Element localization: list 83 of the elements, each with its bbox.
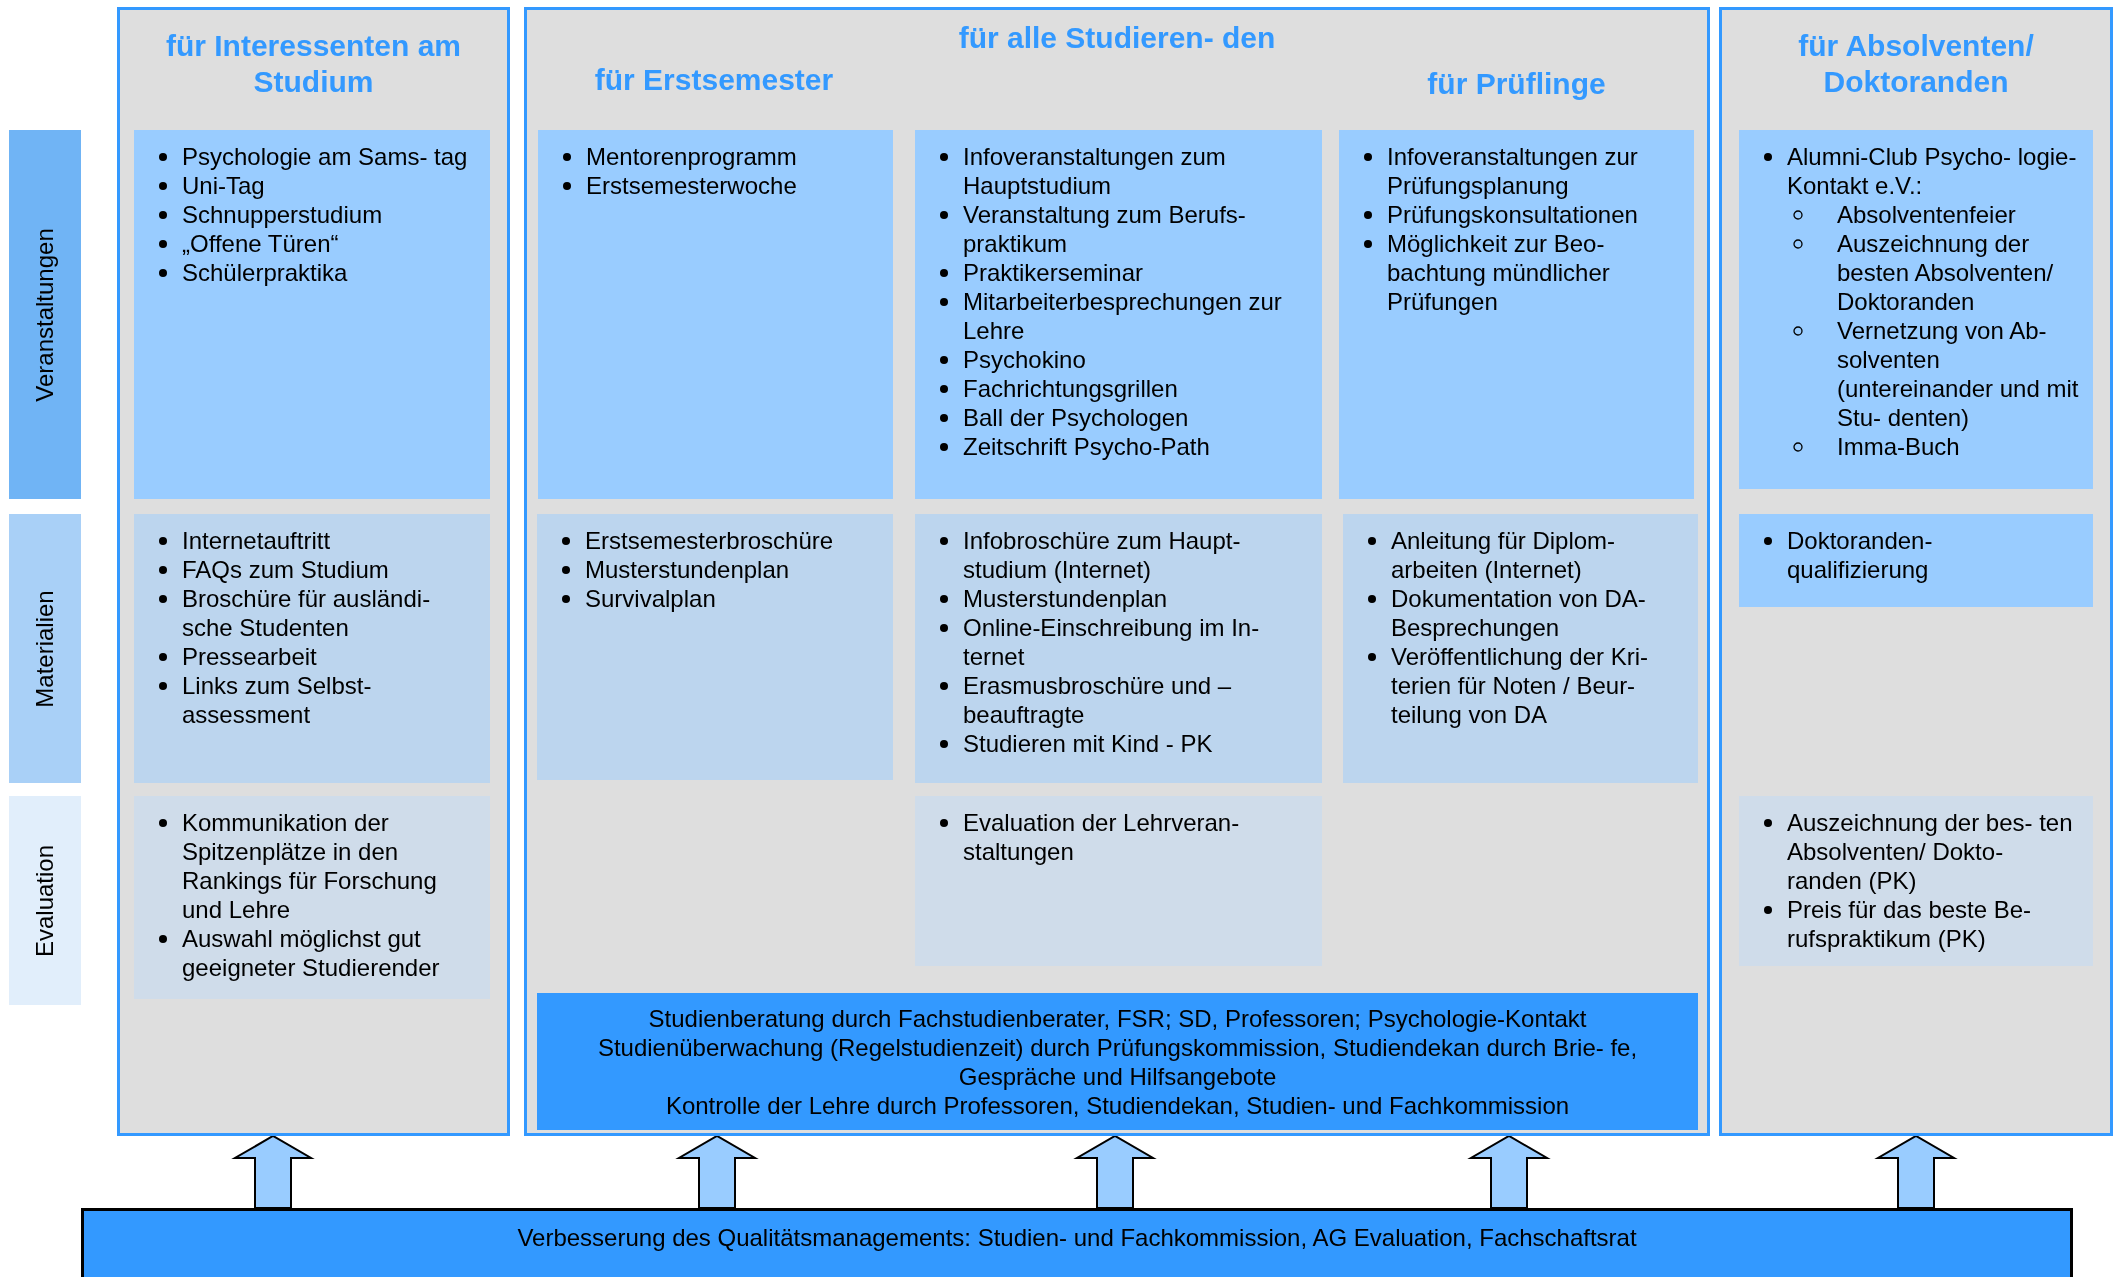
- column-heading: für Absolventen/ Doktoranden: [1797, 28, 2035, 100]
- banner-text: Studienüberwachung (Regelstudienzeit) durch Prüfungskommission, Studiendekan durch Brie- fe, Gespräche und Hilfsangebote: [596, 1032, 1639, 1091]
- list-item: Psychokino: [933, 345, 1308, 374]
- column-panel: [117, 7, 510, 1136]
- list-item: Musterstundenplan: [555, 555, 879, 584]
- block-arrow: [1874, 1134, 1958, 1209]
- content-cell: [537, 514, 893, 780]
- list-item: Evaluation der Lehrveran- staltungen: [933, 808, 1308, 866]
- content-cell: [538, 130, 893, 499]
- list-item: Survivalplan: [555, 584, 879, 613]
- list-item: Internetauftritt: [152, 526, 476, 555]
- list-item: Veröffentlichung der Kri- terien für Noten / Beur- teilung von DA: [1361, 642, 1684, 729]
- list-item: Studieren mit Kind - PK: [933, 729, 1308, 758]
- row-label: Veranstaltungen: [31, 227, 59, 402]
- list-item: Psychologie am Sams- tag: [152, 142, 476, 171]
- list-item: Preis für das beste Be- rufspraktikum (PK): [1757, 895, 2079, 953]
- list-item: Vernetzung von Ab- solventen (untereinander und mit Stu- denten): [1757, 316, 2079, 432]
- list-item: Online-Einschreibung im In- ternet: [933, 613, 1308, 671]
- list-item: Infoveranstaltungen zum Hauptstudium: [933, 142, 1308, 200]
- content-cell: [134, 796, 490, 999]
- row-header-band: [9, 514, 81, 783]
- list-item: Erstsemesterwoche: [556, 171, 879, 200]
- column-heading: für alle Studieren- den: [957, 20, 1277, 56]
- list-item: Schnupperstudium: [152, 200, 476, 229]
- list-item: Uni-Tag: [152, 171, 476, 200]
- column-panel: [524, 7, 1710, 1136]
- list-item: Dokumentation von DA- Besprechungen: [1361, 584, 1684, 642]
- list-item: Schülerpraktika: [152, 258, 476, 287]
- column-heading: für Interessenten am Studium: [164, 28, 463, 100]
- list-item: FAQs zum Studium: [152, 555, 476, 584]
- list-item: Fachrichtungsgrillen: [933, 374, 1308, 403]
- banner-text: Verbesserung des Qualitätsmanagements: Studien- und Fachkommission, AG Evaluation, Fachschaftsrat: [517, 1223, 1637, 1252]
- content-cell: [134, 514, 490, 783]
- block-arrow: [231, 1134, 315, 1209]
- list-item: Alumni-Club Psycho- logie-Kontakt e.V.:: [1757, 142, 2079, 200]
- list-item: Infobroschüre zum Haupt- studium (Internet): [933, 526, 1308, 584]
- list-item: „Offene Türen“: [152, 229, 476, 258]
- list-item: Erasmusbroschüre und – beauftragte: [933, 671, 1308, 729]
- block-arrow: [1073, 1134, 1157, 1209]
- block-arrow: [1467, 1134, 1551, 1209]
- content-cell: [134, 130, 490, 499]
- column-panel: [1719, 7, 2113, 1136]
- footer-bar: [81, 1208, 2073, 1277]
- content-cell: [915, 514, 1322, 783]
- list-item: Pressearbeit: [152, 642, 476, 671]
- list-item: Imma-Buch: [1757, 432, 2079, 461]
- list-item: Möglichkeit zur Beo- bachtung mündlicher Prüfungen: [1357, 229, 1680, 316]
- content-cell: [1739, 514, 2093, 607]
- content-cell: [1339, 130, 1694, 499]
- content-cell: [1739, 130, 2093, 489]
- subcolumn-heading: für Prüflinge: [1426, 66, 1607, 102]
- list-item: Kommunikation der Spitzenplätze in den Rankings für Forschung und Lehre: [152, 808, 476, 924]
- content-cell: [1739, 796, 2093, 966]
- list-item: Mitarbeiterbesprechungen zur Lehre: [933, 287, 1308, 345]
- list-item: Auswahl möglichst gut geeigneter Studierender: [152, 924, 476, 982]
- list-item: Broschüre für ausländi- sche Studenten: [152, 584, 476, 642]
- list-item: Anleitung für Diplom- arbeiten (Internet): [1361, 526, 1684, 584]
- row-label: Materialien: [31, 589, 59, 708]
- list-item: Auszeichnung der besten Absolventen/ Doktoranden: [1757, 229, 2079, 316]
- content-cell: [915, 796, 1322, 966]
- list-item: Absolventenfeier: [1757, 200, 2079, 229]
- list-item: Erstsemesterbroschüre: [555, 526, 879, 555]
- list-item: Mentorenprogramm: [556, 142, 879, 171]
- list-item: Doktoranden- qualifizierung: [1757, 526, 2079, 584]
- subcolumn-heading: für Erstsemester: [593, 62, 835, 98]
- row-header-band: [9, 796, 81, 1005]
- content-cell: [1343, 514, 1698, 783]
- banner-text: Studienberatung durch Fachstudienberater, FSR; SD, Professoren; Psychologie-Kontakt: [648, 1003, 1587, 1033]
- content-cell: [915, 130, 1322, 499]
- row-header-band: [9, 130, 81, 499]
- block-arrow: [675, 1134, 759, 1209]
- list-item: Zeitschrift Psycho-Path: [933, 432, 1308, 461]
- banner-text: Kontrolle der Lehre durch Professoren, Studiendekan, Studien- und Fachkommission: [665, 1090, 1570, 1120]
- info-banner: [537, 993, 1698, 1130]
- list-item: Praktikerseminar: [933, 258, 1308, 287]
- list-item: Prüfungskonsultationen: [1357, 200, 1680, 229]
- list-item: Veranstaltung zum Berufs- praktikum: [933, 200, 1308, 258]
- list-item: Auszeichnung der bes- ten Absolventen/ Dokto- randen (PK): [1757, 808, 2079, 895]
- list-item: Musterstundenplan: [933, 584, 1308, 613]
- list-item: Ball der Psychologen: [933, 403, 1308, 432]
- row-label: Evaluation: [31, 844, 59, 957]
- list-item: Links zum Selbst- assessment: [152, 671, 476, 729]
- list-item: Infoveranstaltungen zur Prüfungsplanung: [1357, 142, 1680, 200]
